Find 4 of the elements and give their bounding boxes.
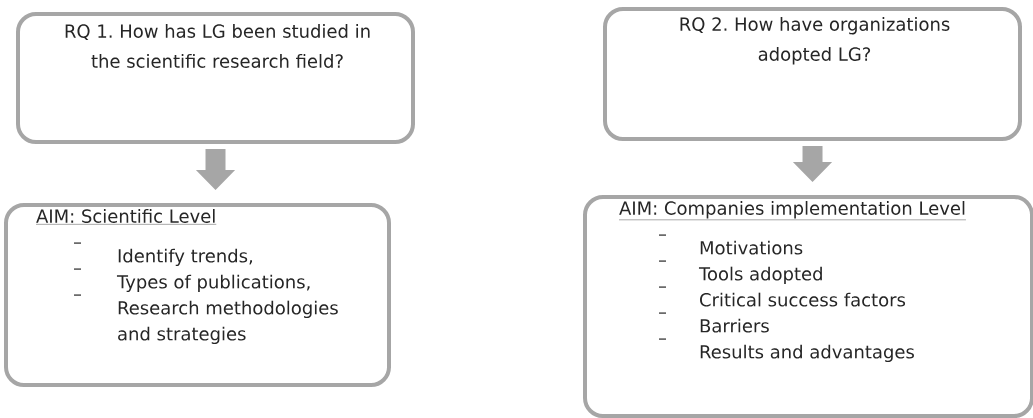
question-box: RQ 2. How have organizations adopted LG? — [603, 7, 1022, 141]
aim-box: AIM: Scientific Level Identify trends, Types of publications, Research methodologies and strategies — [4, 203, 391, 387]
aim-box: AIM: Companies implementation Level Motivations Tools adopted Critical success factors Barriers Results and advantages — [583, 195, 1033, 418]
question-box: RQ 1. How has LG been studied in the scientific research field? — [16, 12, 415, 144]
